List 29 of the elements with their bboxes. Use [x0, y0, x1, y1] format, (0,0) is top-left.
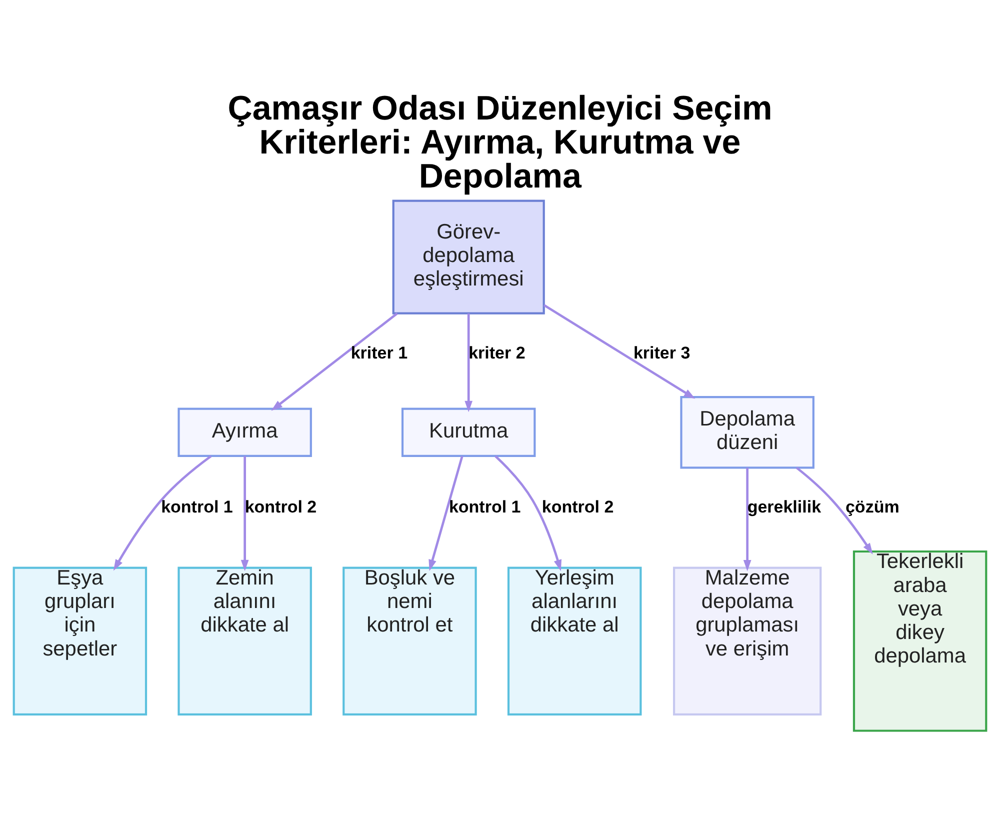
node-box: Boşluk ve nemi kontrol et: [342, 566, 477, 715]
node-box: Ayırma: [178, 407, 312, 456]
node-box: Yerleşim alanlarını dikkate al: [507, 566, 642, 715]
arrow: [240, 456, 249, 571]
node-box: Tekerlekli araba veya dikey depolama: [852, 550, 988, 732]
edge-label: kriter 1: [350, 342, 408, 362]
edge-label: kontrol 2: [542, 497, 614, 516]
edge-label: kriter 2: [468, 342, 526, 362]
node-box: Eşya grupları için sepetler: [12, 566, 148, 715]
arrow: [428, 455, 464, 570]
node-box: Kurutma: [401, 407, 536, 456]
edge-label: kontrol 1: [161, 497, 233, 516]
edge-label: kontrol 1: [448, 497, 521, 516]
node-box: Malzeme depolama gruplaması ve erişim: [673, 566, 822, 715]
arrow: [113, 454, 212, 570]
arrow: [743, 467, 752, 571]
node-box: Görev-depolama eşleştirmesi: [392, 199, 545, 314]
arrow: [464, 312, 473, 412]
diagram-title: Çamaşır Odası Düzenleyici Seçim Kriterleri: Ayırma, Kurutma ve Depolama: [228, 88, 772, 195]
edge-label: gereklilik: [747, 497, 822, 516]
edge-label: kontrol 2: [244, 497, 317, 516]
edge-label: kriter 3: [633, 342, 690, 362]
arrow: [271, 312, 398, 410]
node-box: Depolama düzeni: [680, 396, 814, 468]
arrow: [796, 466, 873, 554]
arrow: [543, 304, 696, 398]
edge-label: çözüm: [845, 497, 900, 516]
node-box: Zemin alanını dikkate al: [178, 566, 312, 715]
arrow: [494, 454, 562, 571]
